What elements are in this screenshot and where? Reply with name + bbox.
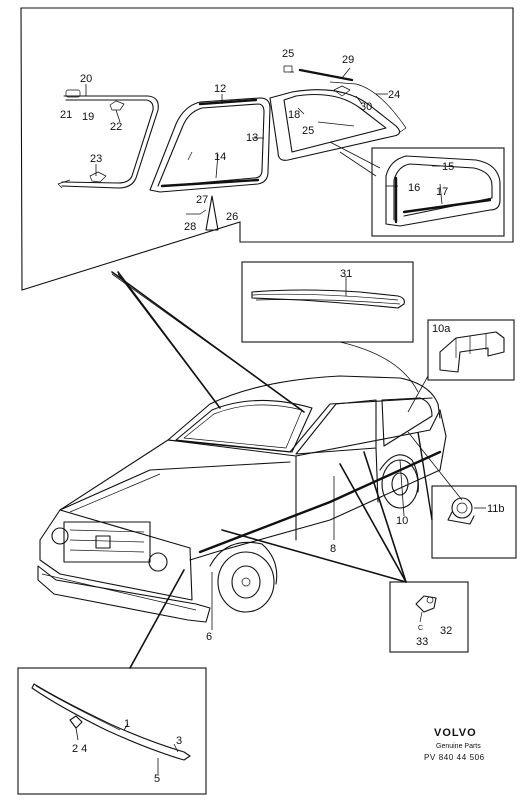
callout-31: 31 — [340, 268, 352, 280]
clip-32-33-inset — [389, 581, 469, 653]
callout-15: 15 — [442, 161, 454, 173]
brand-subtitle: Genuine Parts — [436, 743, 481, 750]
callout-28: 28 — [184, 221, 196, 233]
callout-1: 1 — [124, 718, 130, 730]
callout-21: 21 — [60, 109, 72, 121]
callout-17: 17 — [436, 186, 448, 198]
brand-block: VOLVO Genuine Parts PV 840 44 506 — [424, 727, 485, 762]
window-mouldings-inset — [20, 7, 514, 291]
callout-23: 23 — [90, 153, 102, 165]
callout-6: 6 — [206, 631, 212, 643]
callout-19: 19 — [82, 111, 94, 123]
callout-16: 16 — [408, 182, 420, 194]
callout-27: 27 — [196, 194, 208, 206]
callout-5: 5 — [154, 773, 160, 785]
leader-lines — [75, 67, 486, 774]
callout-30: 30 — [360, 101, 372, 113]
callout-29: 29 — [342, 54, 354, 66]
car-illustration — [37, 375, 447, 623]
callout-18: 18 — [288, 109, 300, 121]
callout-10a: 10a — [432, 323, 451, 335]
callout-32: 32 — [440, 625, 452, 637]
clip-10a-inset — [427, 319, 515, 381]
callout-25a: 25 — [282, 48, 294, 60]
part-number: PV 840 44 506 — [424, 753, 485, 762]
callout-26: 26 — [226, 211, 238, 223]
callout-3: 3 — [176, 735, 182, 747]
bumper-moulding-inset — [17, 667, 207, 795]
callout-10: 10 — [396, 515, 408, 527]
callout-24: 24 — [388, 89, 400, 101]
callout-20: 20 — [80, 73, 92, 85]
callout-12: 12 — [214, 83, 226, 95]
callout-25b: 25 — [302, 125, 314, 137]
clip-11b-inset — [431, 485, 517, 559]
callout-8: 8 — [330, 543, 336, 555]
callout-33: 33 — [416, 636, 428, 648]
callout-11b: 11b — [487, 503, 505, 515]
callout-14: 14 — [214, 151, 226, 163]
strip-31-inset — [241, 261, 414, 343]
callout-clip-c: C — [418, 625, 423, 632]
brand-name: VOLVO — [434, 727, 477, 739]
callout-22: 22 — [110, 121, 122, 133]
callout-labels: 20 21 19 22 23 12 13 14 25 29 24 30 18 2… — [60, 48, 505, 785]
callout-13: 13 — [246, 132, 258, 144]
callout-2-4: 2 4 — [72, 743, 87, 755]
